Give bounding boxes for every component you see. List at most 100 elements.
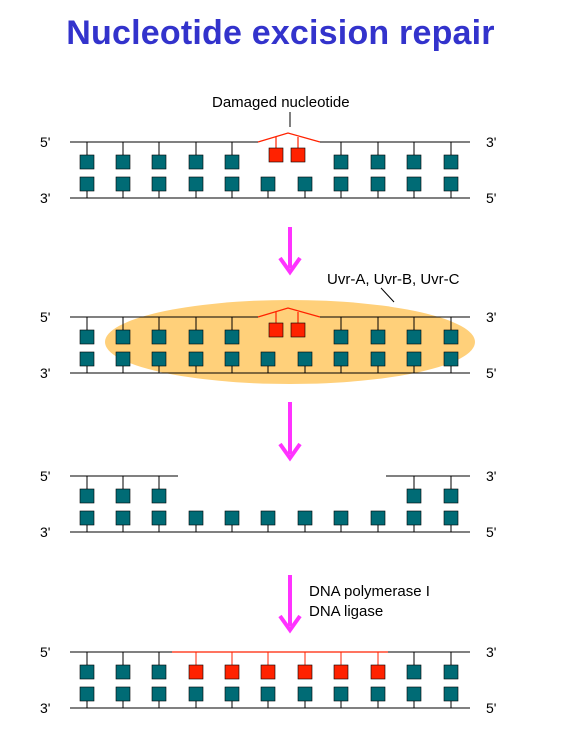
damaged-base [290, 147, 306, 163]
bottom-base [224, 176, 240, 192]
top-base [443, 664, 459, 680]
top-base [115, 329, 131, 345]
bottom-base [115, 686, 131, 702]
damaged-base [268, 322, 284, 338]
five-prime-bottom: 5' [486, 524, 496, 540]
five-prime-top: 5' [40, 468, 50, 484]
top-base [406, 329, 422, 345]
damage-kink [257, 307, 321, 318]
bottom-base [79, 351, 95, 367]
top-base [333, 154, 349, 170]
bottom-base [443, 510, 459, 526]
bottom-base [224, 686, 240, 702]
bottom-base [370, 351, 386, 367]
bottom-base [115, 351, 131, 367]
polymerase-label: DNA polymerase I [309, 583, 430, 600]
bottom-base [333, 176, 349, 192]
bottom-base [224, 510, 240, 526]
top-base [443, 329, 459, 345]
bottom-base [443, 176, 459, 192]
bottom-base [297, 176, 313, 192]
stage-excised: 5' 3' 3' 5' [40, 468, 496, 540]
stage-enzyme-bound: 5'3'3'5' [40, 300, 496, 384]
bottom-base [151, 686, 167, 702]
top-base [224, 329, 240, 345]
top-base [224, 154, 240, 170]
bottom-base [115, 176, 131, 192]
top-base [188, 329, 204, 345]
top-base [115, 154, 131, 170]
bottom-base [406, 510, 422, 526]
bottom-base [297, 686, 313, 702]
bottom-base [79, 510, 95, 526]
top-base [79, 329, 95, 345]
damaged-base [268, 147, 284, 163]
ligase-label: DNA ligase [309, 603, 383, 620]
bottom-base [188, 510, 204, 526]
three-prime-top: 3' [486, 134, 496, 150]
bottom-base [79, 686, 95, 702]
top-base [151, 329, 167, 345]
bottom-base [443, 686, 459, 702]
bottom-base [115, 510, 131, 526]
bottom-base [79, 176, 95, 192]
new-base [188, 664, 204, 680]
five-prime-bottom: 5' [486, 190, 496, 206]
new-base [260, 664, 276, 680]
page-title: Nucleotide excision repair [66, 14, 495, 52]
bottom-base [406, 351, 422, 367]
bottom-base [260, 176, 276, 192]
top-base [188, 154, 204, 170]
bottom-base [333, 351, 349, 367]
three-prime-top: 3' [486, 644, 496, 660]
five-prime-bottom: 5' [486, 365, 496, 381]
new-base [297, 664, 313, 680]
bottom-base [188, 176, 204, 192]
bottom-base [297, 351, 313, 367]
uvr-enzymes-pointer [380, 287, 395, 303]
bottom-base [260, 510, 276, 526]
bottom-base [260, 351, 276, 367]
top-base [406, 664, 422, 680]
top-base [370, 329, 386, 345]
five-prime-top: 5' [40, 134, 50, 150]
top-base [79, 488, 95, 504]
three-prime-bottom: 3' [40, 524, 50, 540]
top-base [115, 488, 131, 504]
arrow-2 [278, 402, 302, 462]
damage-kink [257, 132, 321, 143]
bottom-base [188, 686, 204, 702]
bottom-base [151, 176, 167, 192]
top-base [443, 154, 459, 170]
top-base [443, 488, 459, 504]
top-base [151, 488, 167, 504]
bottom-base [370, 176, 386, 192]
three-prime-bottom: 3' [40, 190, 50, 206]
top-base [333, 329, 349, 345]
bottom-base [406, 176, 422, 192]
top-base [79, 154, 95, 170]
bottom-base [188, 351, 204, 367]
stage-damaged: 5' 3' 3' 5' [40, 132, 496, 206]
bottom-base [151, 510, 167, 526]
new-base [224, 664, 240, 680]
top-base [406, 488, 422, 504]
top-base [151, 154, 167, 170]
new-base [370, 664, 386, 680]
bottom-base [224, 351, 240, 367]
three-prime-bottom: 3' [40, 365, 50, 381]
bottom-base [370, 510, 386, 526]
three-prime-top: 3' [486, 468, 496, 484]
bottom-base [333, 510, 349, 526]
top-base [151, 664, 167, 680]
bottom-base [443, 351, 459, 367]
bottom-base [406, 686, 422, 702]
bottom-base [370, 686, 386, 702]
damaged-nucleotide-label: Damaged nucleotide [212, 94, 350, 111]
three-prime-bottom: 3' [40, 700, 50, 716]
arrow-1 [278, 227, 302, 276]
bottom-base [333, 686, 349, 702]
top-base [370, 154, 386, 170]
five-prime-bottom: 5' [486, 700, 496, 716]
five-prime-top: 5' [40, 309, 50, 325]
